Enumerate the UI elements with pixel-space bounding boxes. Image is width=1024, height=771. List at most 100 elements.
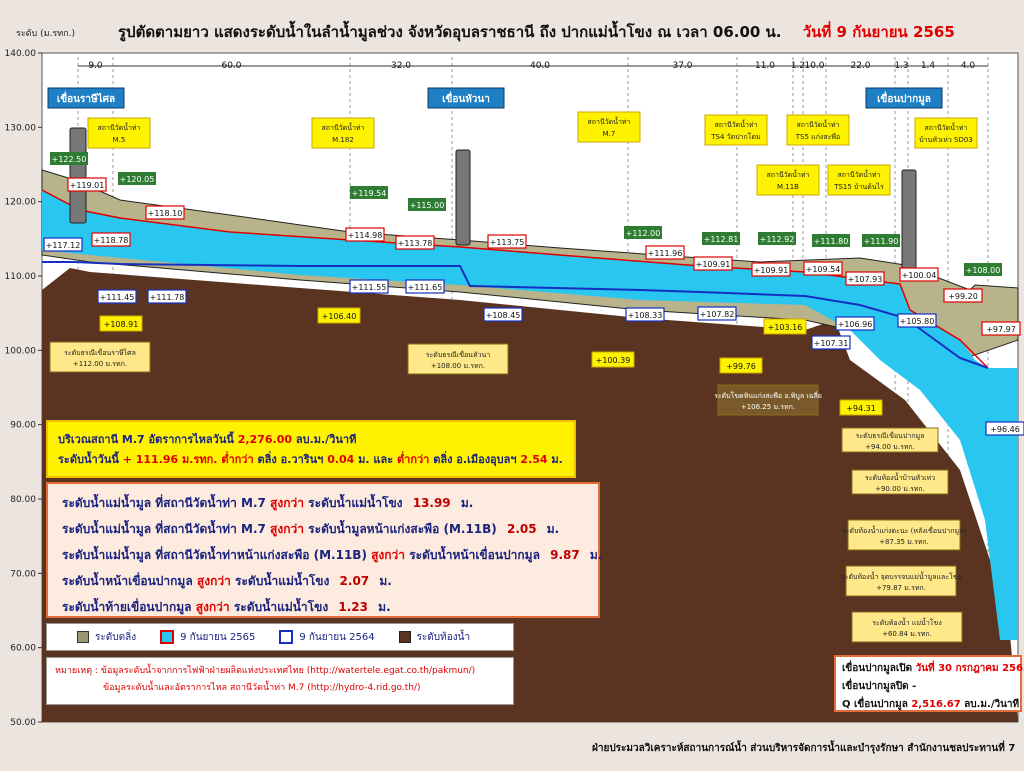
note-line-1: หมายเหตุ : ข้อมูลระดับน้ำจากการไฟฟ้าฝ่าย…	[55, 666, 476, 676]
legend-2565-label: 9 กันยายน 2565	[180, 631, 256, 643]
bed-tag	[839, 399, 883, 416]
comparison-a: ระดับน้ำแม่น้ำมูล ที่สถานีวัดน้ำท่า M.7	[62, 522, 266, 536]
wl2565-value: +119.01	[70, 181, 105, 190]
callout-line2: +108.00 ม.รทก.	[431, 362, 485, 370]
bed-tag	[99, 315, 143, 332]
station-tag-code: M.11B	[777, 183, 799, 191]
station-tag-title: สถานีวัดน้ำท่า	[322, 121, 365, 132]
callout-line1: ระดับธรณีเขื่อนปากมูล	[856, 431, 925, 440]
comparison-a: ระดับน้ำท้ายเขื่อนปากมูล	[62, 600, 192, 614]
gate-q-unit: ลบ.ม./วินาที	[964, 699, 1020, 710]
legend-bank: ระดับตลิ่ง	[77, 630, 136, 645]
bank-value: +112.92	[760, 235, 795, 244]
callout-box	[851, 611, 963, 643]
comparison-row: ระดับน้ำท้ายเขื่อนปากมูล สูงกว่า ระดับน้…	[62, 598, 584, 617]
flow-bank-warin: ตลิ่ง อ.วารินฯ	[257, 453, 324, 466]
wl2565-value: +100.04	[902, 271, 937, 280]
footer-credit: ฝ่ายประมวลวิเคราะห์สถานการณ์น้ำ ส่วนบริห…	[592, 743, 1016, 754]
distance-label: 11.0	[755, 61, 775, 71]
bed-tag	[317, 307, 361, 324]
bank-value: +111.90	[864, 237, 899, 246]
legend-bed-label: ระดับท้องน้ำ	[416, 631, 471, 643]
wl2564-value: +107.82	[700, 310, 735, 319]
wl2565-tag	[845, 271, 885, 286]
bank-value: +122.50	[52, 155, 87, 164]
bed-value: +108.91	[104, 320, 139, 329]
callout-box	[845, 565, 957, 597]
flow-line2-text: ระดับน้ำวันนี้	[58, 453, 119, 466]
y-tick-label: 130.00	[5, 123, 37, 133]
dam-name: เขื่อนหัวนา	[442, 91, 490, 105]
bed-value: +99.76	[726, 362, 756, 371]
callout-line1: ระดับโขดหินแก่งสะพือ อ.พิบูล เฉลี่ย	[714, 391, 822, 400]
wl2565-tag	[487, 234, 527, 249]
note-line-2: ข้อมูลระดับน้ำและอัตราการไหล สถานีวัดน้ำ…	[103, 683, 421, 693]
station-tag	[756, 164, 820, 196]
comparison-v: 13.99	[412, 496, 451, 510]
callout-line1: ระดับธรณีเขื่อนราษีไศล	[64, 348, 136, 357]
comparison-row: ระดับน้ำแม่น้ำมูล ที่สถานีวัดน้ำท่า M.7 …	[62, 494, 584, 513]
gate-q-label: Q เขื่อนปากมูล	[842, 699, 908, 710]
distance-label: 1.4	[921, 61, 936, 71]
bank-tag	[862, 234, 900, 247]
station-tag-code: TS5 แก่งสะพือ	[795, 133, 840, 141]
wl2564-tag	[349, 279, 389, 294]
wl2565-tag	[645, 245, 685, 260]
wl2565-value: +113.78	[398, 239, 433, 248]
bank-value: +111.80	[814, 237, 849, 246]
distance-label: 4.0	[961, 61, 976, 71]
bank-value: +112.00	[626, 229, 661, 238]
legend-bed-swatch	[398, 630, 411, 643]
bank-value: +119.54	[352, 189, 387, 198]
bed-tag	[719, 357, 763, 374]
comparison-u: ม.	[379, 574, 392, 588]
flow-summary-box: บริเวณสถานี M.7 อัตราการไหลวันนี้ 2,276.…	[46, 420, 576, 478]
station-tag-title: สถานีวัดน้ำท่า	[588, 115, 631, 126]
callout-box	[847, 519, 961, 551]
bank-tag	[50, 152, 88, 165]
wl2565-value: +111.96	[648, 249, 683, 258]
legend-2565-swatch	[160, 629, 175, 644]
station-tag-title: สถานีวัดน้ำท่า	[98, 121, 141, 132]
flow-rate-value: 2,276.00	[237, 433, 292, 446]
callout-box	[407, 343, 509, 375]
flow-level-value: + 111.96	[122, 453, 179, 466]
distance-label: 9.0	[88, 61, 103, 71]
callout-line1: ระดับท้องน้ำ แม่น้ำโขง	[872, 616, 942, 627]
distance-label: 37.0	[672, 61, 692, 71]
wl2564-tag	[97, 289, 137, 304]
y-tick-label: 80.00	[10, 495, 36, 505]
bed-tag	[763, 318, 807, 335]
wl2564-value: +117.12	[46, 241, 81, 250]
wl2564-value: +96.46	[990, 425, 1020, 434]
comparison-a: ระดับน้ำหน้าเขื่อนปากมูล	[62, 574, 193, 588]
comparison-c: ระดับน้ำหน้าเขื่อนปากมูล	[409, 548, 540, 562]
station-tag-code: M.5	[113, 136, 126, 144]
station-tag-code: M.182	[332, 136, 354, 144]
legend-2564: 9 กันยายน 2564	[279, 629, 375, 645]
comparison-v: 1.23	[338, 600, 368, 614]
dam-tag	[865, 87, 943, 109]
wl2564-tag	[147, 289, 187, 304]
station-tag	[786, 114, 850, 146]
flow-rate-unit: ลบ.ม./วินาที	[295, 433, 357, 446]
wl2564-tag	[811, 335, 851, 350]
dam-structure	[901, 169, 917, 281]
callout-line1: ระดับท้องน้ำแก่งตะนะ (หลังเขื่อนปากมูล)	[842, 524, 966, 535]
legend-2564-label: 9 กันยายน 2564	[299, 631, 375, 643]
callout-line2: +90.00 ม.รทก.	[875, 485, 925, 493]
wl2564-tag	[43, 237, 83, 252]
legend-bank-label: ระดับตลิ่ง	[95, 631, 137, 643]
wl2564-value: +111.65	[408, 283, 443, 292]
y-axis-unit: ระดับ (ม.รทก.)	[16, 29, 75, 39]
dam-tag	[427, 87, 505, 109]
wl2565-value: +109.54	[806, 265, 841, 274]
station-tag-title: สถานีวัดน้ำท่า	[797, 118, 840, 129]
bank-value: +115.00	[410, 201, 445, 210]
station-tag-title: สถานีวัดน้ำท่า	[715, 118, 758, 129]
callout-line2: +60.84 ม.รทก.	[882, 630, 932, 638]
wl2564-tag	[625, 307, 665, 322]
legend: ระดับตลิ่ง 9 กันยายน 2565 9 กันยายน 2564…	[46, 623, 514, 651]
note-box: หมายเหตุ : ข้อมูลระดับน้ำจากการไฟฟ้าฝ่าย…	[46, 657, 514, 705]
comparison-c: ระดับน้ำแม่น้ำโขง	[308, 496, 403, 510]
